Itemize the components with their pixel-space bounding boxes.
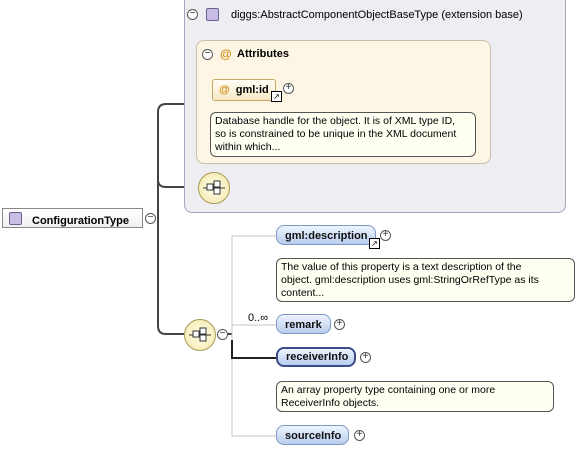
expand-toggle-icon[interactable]: + [283, 83, 294, 94]
attribute-at-icon: @ [219, 84, 230, 96]
reference-arrow-icon[interactable]: ↗ [369, 238, 380, 249]
receiverinfo-documentation: An array property type containing one or… [276, 381, 554, 412]
sequence-symbol-icon [203, 180, 225, 195]
attribute-name: gml:id [235, 84, 269, 96]
complex-type-icon [9, 212, 22, 225]
extension-base-title: diggs:AbstractComponentObjectBaseType (e… [231, 9, 523, 21]
attributes-label: Attributes [237, 48, 289, 60]
expand-toggle-icon[interactable]: + [354, 430, 365, 441]
extension-compositor-icon[interactable] [198, 172, 230, 204]
connector-root-to-extension-compositor [157, 179, 198, 218]
complex-type-icon [206, 8, 219, 21]
collapse-toggle-icon[interactable]: − [187, 9, 198, 20]
root-type-name: ConfigurationType [32, 215, 129, 227]
attribute-at-icon: @ [220, 47, 232, 61]
doc-line: ReceiverInfo objects. [281, 397, 380, 409]
doc-line: so is constrained to be unique in the XM… [215, 128, 457, 140]
branch-receiverinfo [231, 340, 276, 359]
attributes-collapse-icon[interactable]: − [202, 49, 213, 60]
doc-line: object. gml:description uses gml:StringO… [281, 274, 539, 286]
doc-line: Database handle for the object. It is of… [215, 115, 456, 127]
connector-root-to-attributes [157, 103, 198, 218]
expand-toggle-icon[interactable]: + [334, 319, 345, 330]
root-type-box[interactable]: ConfigurationType [2, 208, 143, 228]
reference-arrow-icon[interactable]: ↗ [271, 91, 282, 102]
doc-line: content... [281, 287, 325, 299]
root-collapse-icon[interactable]: − [145, 213, 156, 224]
sequence-cardinality: 0..∞ [248, 312, 269, 324]
description-documentation: The value of this property is a text des… [276, 258, 575, 302]
connector-root-to-sequence [157, 218, 184, 335]
expand-toggle-icon[interactable]: + [380, 230, 391, 241]
expand-toggle-icon[interactable]: + [360, 352, 371, 363]
doc-line: An array property type containing one or… [281, 384, 496, 396]
sequence-compositor-icon[interactable] [184, 319, 216, 351]
doc-line: within which... [215, 141, 281, 153]
sequence-collapse-icon[interactable]: − [217, 329, 228, 340]
sequence-symbol-icon [189, 327, 211, 342]
element-gml-description[interactable]: gml:description [276, 225, 376, 245]
doc-line: The value of this property is a text des… [281, 261, 522, 273]
element-receiverinfo[interactable]: receiverInfo [276, 347, 356, 367]
element-remark[interactable]: remark [276, 314, 331, 334]
attribute-documentation: Database handle for the object. It is of… [210, 112, 476, 157]
attribute-gml-id[interactable]: @ gml:id [212, 79, 276, 101]
element-sourceinfo[interactable]: sourceInfo [276, 425, 349, 445]
